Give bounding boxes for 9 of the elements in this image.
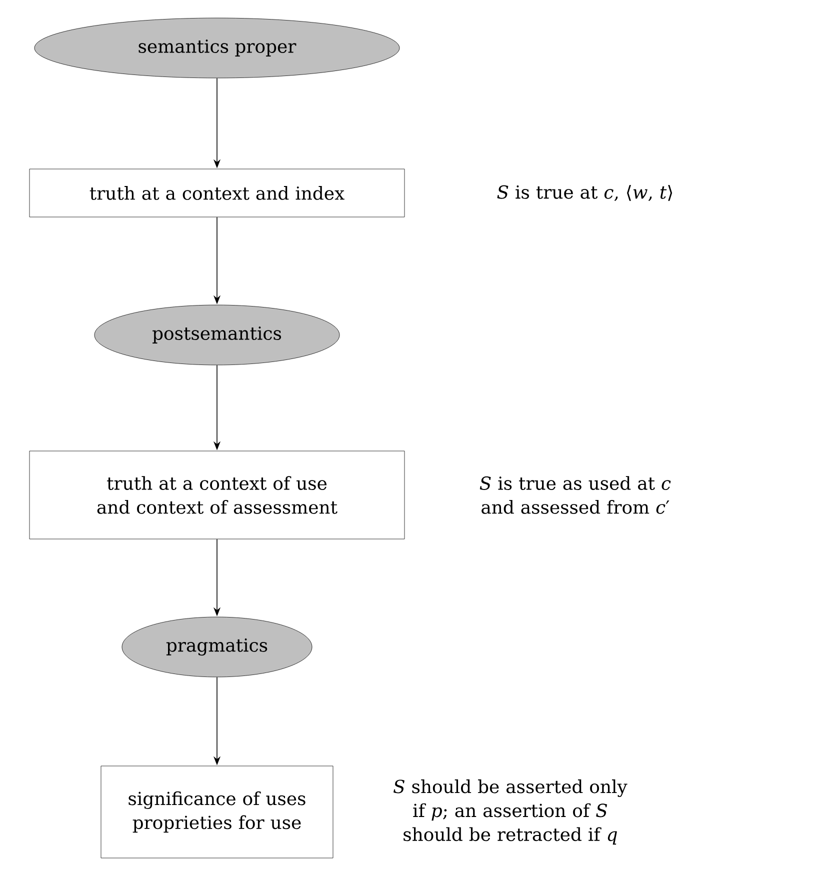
process-box: significance of uses proprieties for use — [100, 766, 334, 858]
ellipse-node: semantics proper — [34, 18, 400, 78]
side-note: S is true at c, ⟨w, t⟩ — [497, 184, 672, 202]
ellipse-node: postsemantics — [94, 304, 340, 366]
side-note: S should be asserted only if p; an assertion of S should be retracted if q — [394, 779, 628, 845]
process-box: truth at a context and index — [29, 168, 405, 218]
process-box: truth at a context of use and context of assessment — [29, 450, 405, 540]
ellipse-node: pragmatics — [122, 616, 312, 678]
side-note: S is true as used at c and assessed from c′ — [480, 476, 671, 514]
